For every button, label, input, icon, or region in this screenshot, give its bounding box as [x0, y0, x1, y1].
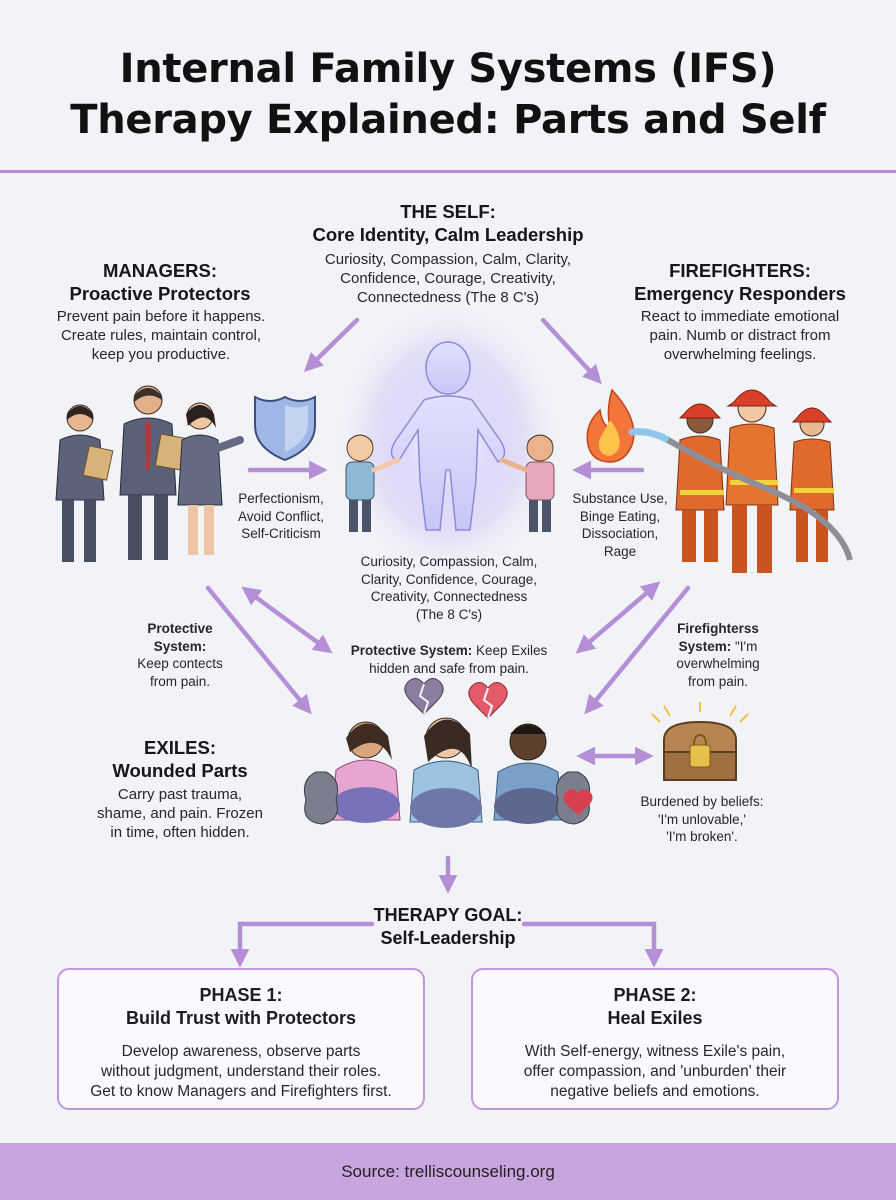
arrow-goal-to-phase2 — [521, 921, 664, 968]
exiles-heading: EXILES: Wounded Parts — [112, 737, 248, 781]
firefighters-behaviors: Substance Use, Binge Eating, Dissociatio… — [572, 491, 668, 559]
arrow-self-to-firefighters — [540, 317, 602, 385]
page-title: Internal Family Systems (IFS) Therapy Ex… — [70, 46, 826, 143]
exile-child-icon — [331, 721, 401, 823]
child-icon — [345, 434, 401, 532]
center-protective-system: Protective System: Keep Exiles hidden an… — [350, 643, 548, 676]
arrow-managers-center — [241, 586, 333, 654]
manager-icon — [55, 404, 114, 562]
self-center-qualities: Curiosity, Compassion, Calm, Clarity, Co… — [360, 554, 538, 622]
exiles-burden: Burdened by beliefs: 'I'm unlovable,' 'I… — [640, 794, 764, 844]
child-icon — [499, 434, 555, 532]
manager-icon — [177, 402, 244, 555]
self-figure-icon — [390, 341, 506, 531]
source-footer: Source: trelliscounseling.org — [0, 1143, 896, 1200]
arrow-firefighters-center — [575, 581, 661, 654]
arrow-goal-to-phase1 — [230, 921, 375, 968]
water-spray — [628, 428, 672, 444]
flow-arrows — [205, 317, 691, 968]
exile-child-icon — [493, 723, 563, 824]
treasure-chest-icon — [651, 702, 749, 781]
managers-behaviors: Perfectionism, Avoid Conflict, Self-Crit… — [237, 491, 325, 541]
self-qualities: Curiosity, Compassion, Calm, Clarity, Co… — [324, 251, 572, 306]
firefighters-system: Firefighterss System: "I'm overwhelming … — [676, 621, 760, 689]
arrow-self-to-managers — [303, 317, 360, 372]
phase-1-card: PHASE 1: Build Trust with Protectors Dev… — [57, 968, 425, 1110]
exiles-description: Carry past trauma, shame, and pain. Froz… — [97, 786, 263, 841]
fire-hose — [666, 437, 853, 561]
therapy-goal-heading: THERAPY GOAL: Self-Leadership — [373, 905, 523, 948]
source-link[interactable]: Source: trelliscounseling.org — [341, 1162, 555, 1181]
lock-icon — [689, 744, 711, 768]
broken-heart-icon — [404, 678, 593, 815]
firefighter-icon — [675, 403, 725, 562]
phase-2-card: PHASE 2: Heal Exiles With Self-energy, w… — [471, 968, 839, 1110]
left-protective-system: Protective System: Keep contects from pa… — [137, 621, 223, 689]
exile-child-icon — [409, 717, 483, 828]
firefighter-icon — [789, 407, 835, 562]
managers-heading: MANAGERS: Proactive Protectors — [69, 260, 251, 304]
firefighters-description: React to immediate emotional pain. Numb … — [640, 308, 840, 363]
self-heading: THE SELF: Core Identity, Calm Leadership — [312, 201, 584, 245]
fire-icon — [586, 388, 635, 463]
manager-icon — [119, 385, 188, 560]
arrow-firefighters-to-exiles — [584, 585, 691, 715]
title-divider — [0, 170, 896, 173]
shield-icon — [254, 395, 316, 462]
managers-description: Prevent pain before it happens. Create r… — [56, 308, 266, 363]
firefighters-heading: FIREFIGHTERS: Emergency Responders — [634, 260, 846, 304]
